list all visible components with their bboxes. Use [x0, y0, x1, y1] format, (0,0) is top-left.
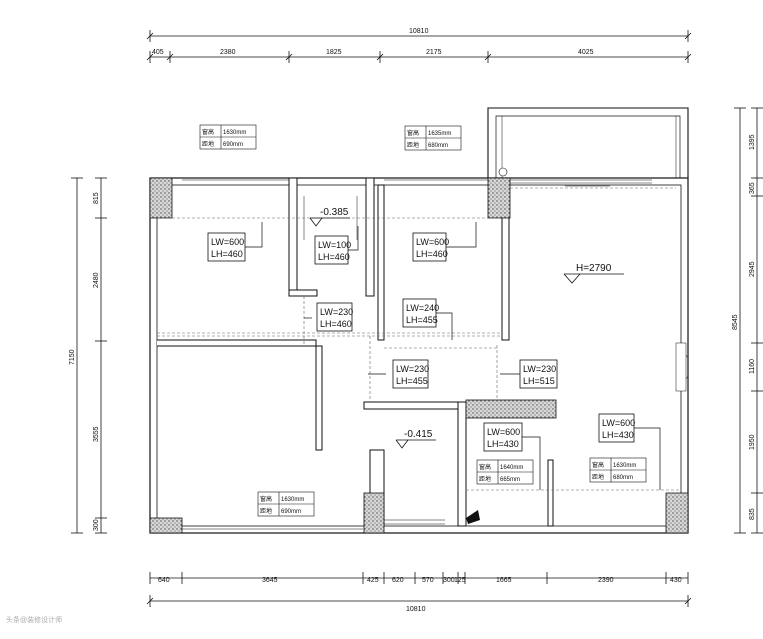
window-5-h-label: 窗高	[592, 461, 604, 469]
dim-bottom-seg-5: 570	[422, 577, 434, 584]
elevation-bath-top: -0.385	[320, 207, 349, 218]
dim-right-seg-4: 1160	[749, 359, 756, 374]
dim-top-seg-3: 1825	[326, 49, 342, 56]
dim-top-seg-2: 2380	[220, 49, 236, 56]
dim-left-seg-3: 3555	[93, 426, 100, 442]
dim-bottom-seg-6: 300	[443, 577, 455, 584]
dim-left-seg-1: 815	[93, 192, 100, 204]
opening-2-lw: LW=100	[318, 240, 351, 250]
window-3-h-label: 窗高	[260, 495, 272, 503]
window-5-d-val: 680mm	[613, 475, 633, 481]
dim-right-seg-3: 2945	[749, 261, 756, 277]
window-3-d-label: 距地	[260, 507, 272, 515]
dim-top-seg-5: 4025	[578, 49, 594, 56]
window-4-h-val: 1640mm	[500, 465, 523, 471]
opening-9-lh: LH=430	[602, 430, 634, 440]
opening-6-lh: LH=455	[396, 376, 428, 386]
dim-bottom-seg-4: 620	[392, 577, 404, 584]
opening-8-lw: LW=600	[487, 427, 520, 437]
window-2-h-val: 1635mm	[428, 131, 451, 137]
dim-bottom-total: 10810	[406, 606, 426, 613]
dim-right-total: 8545	[732, 314, 739, 330]
opening-1-lw: LW=600	[211, 237, 244, 247]
window-1-h-val: 1630mm	[223, 130, 246, 136]
window-1-d-label: 距地	[202, 140, 214, 148]
dim-top-seg-1: 405	[152, 49, 164, 56]
elevation-living: H=2790	[576, 263, 612, 274]
opening-7-lw: LW=230	[523, 364, 556, 374]
elevation-bath-bottom: -0.415	[404, 429, 433, 440]
window-4-h-label: 窗高	[479, 463, 491, 471]
dim-left-seg-2: 2480	[93, 272, 100, 288]
window-5-d-label: 距地	[592, 473, 604, 481]
opening-2-lh: LH=460	[318, 252, 350, 262]
dim-bottom-seg-3: 425	[367, 577, 379, 584]
opening-5-lh: LH=455	[406, 315, 438, 325]
window-2-d-val: 680mm	[428, 143, 448, 149]
opening-5-lw: LW=240	[406, 303, 439, 313]
dim-bottom-seg-2: 3645	[262, 577, 278, 584]
opening-8-lh: LH=430	[487, 439, 519, 449]
dim-left-total: 7150	[69, 349, 76, 365]
opening-3-lh: LH=460	[416, 249, 448, 259]
window-2-h-label: 窗高	[407, 129, 419, 137]
window-5-h-val: 1630mm	[613, 463, 636, 469]
dim-right-seg-1: 1395	[749, 134, 756, 150]
window-1-d-val: 690mm	[223, 142, 243, 148]
dim-left-seg-4: 300	[93, 519, 100, 531]
window-3-h-val: 1630mm	[281, 497, 304, 503]
dim-top-seg-4: 2175	[426, 49, 442, 56]
opening-1-lh: LH=460	[211, 249, 243, 259]
watermark: 头条@装修设计师	[6, 615, 62, 624]
dim-bottom-seg-10: 430	[670, 577, 682, 584]
opening-4-lh: LH=460	[320, 319, 352, 329]
dim-bottom-seg-8: 1665	[496, 577, 512, 584]
dim-bottom-seg-1: 640	[158, 577, 170, 584]
opening-3-lw: LW=600	[416, 237, 449, 247]
window-4-d-val: 665mm	[500, 477, 520, 483]
opening-7-lh: LH=515	[523, 376, 555, 386]
dim-bottom-seg-7: 125	[454, 577, 466, 584]
window-3-d-val: 690mm	[281, 509, 301, 515]
dim-bottom-seg-9: 2390	[598, 577, 614, 584]
dim-right-seg-6: 835	[749, 508, 756, 520]
opening-9-lw: LW=600	[602, 418, 635, 428]
dim-right-seg-2: 365	[749, 182, 756, 194]
dim-top-total: 10810	[409, 28, 429, 35]
opening-6-lw: LW=230	[396, 364, 429, 374]
opening-4-lw: LW=230	[320, 307, 353, 317]
window-1-h-label: 窗高	[202, 128, 214, 136]
window-4-d-label: 距地	[479, 475, 491, 483]
dim-right-seg-5: 1950	[749, 434, 756, 450]
window-2-d-label: 距地	[407, 141, 419, 149]
